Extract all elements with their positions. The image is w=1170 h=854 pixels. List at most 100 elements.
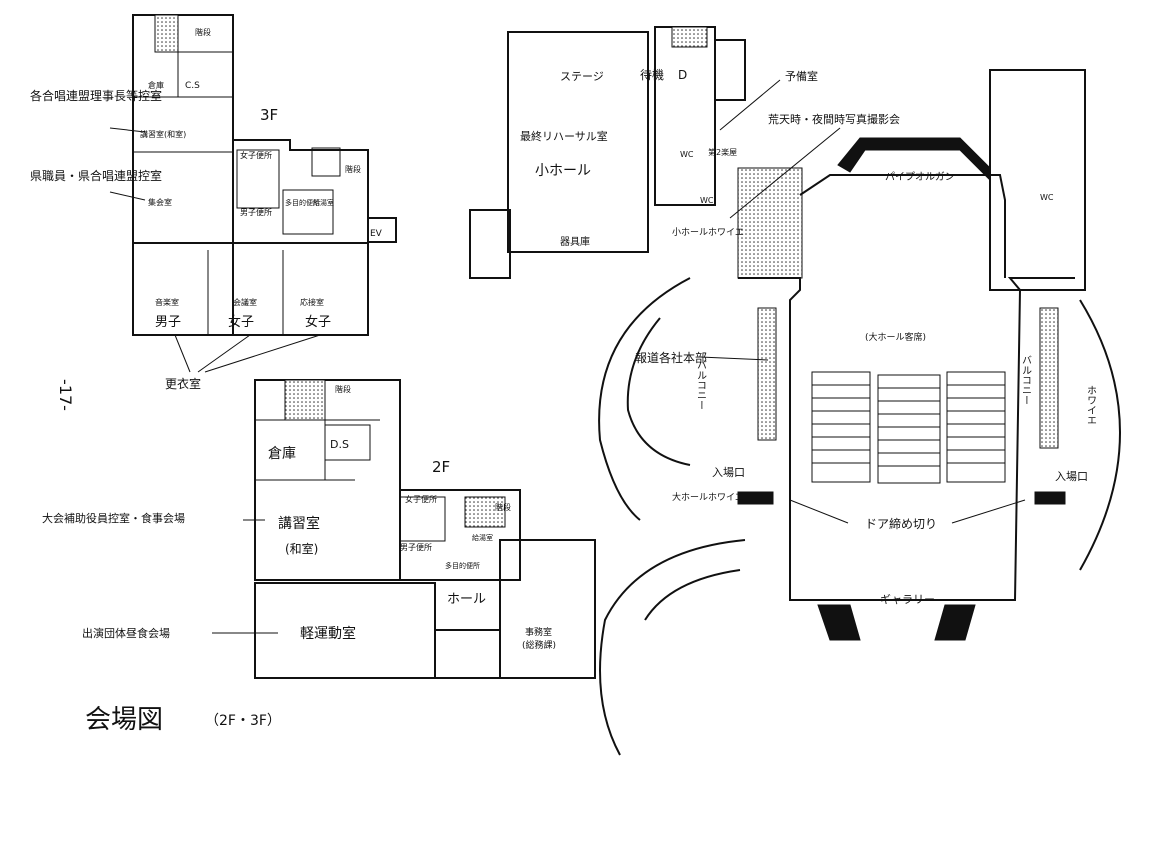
f2-hall: ホール [447,592,486,607]
f2-gym: 軽運動室 [300,625,356,642]
main-wc3: WC [1040,193,1054,202]
f2-ds: D.S [330,438,349,451]
main-small-hall: 小ホール [535,163,591,179]
main-seats: (大ホール客席) [865,331,926,343]
floor-3-plan [132,14,397,336]
f3-meeting: 集会室 [148,197,172,207]
main-press: 報道各社本部 [635,350,707,365]
f2-stair-hatch [284,379,326,421]
f3-mens-toilet: 男子便所 [240,207,272,217]
main-hall-outline [738,277,1075,601]
f3-bottom-rooms [132,242,369,336]
f3-hot-water: 給湯室 [313,198,334,207]
main-stage: ステージ [560,70,604,83]
main-storage: 器具庫 [560,235,590,248]
seat-block-left [811,371,871,483]
gallery-door-right [934,604,976,641]
callout-staff: 県職員・県合唱連盟控室 [30,168,162,183]
callout-lunch: 出演団体昼食会場 [82,626,170,640]
f2-stairs: 階段 [335,384,351,394]
leader-lines [109,79,1026,634]
f3-multi-toilet: 多目的便所 [285,198,320,207]
main-entrance-right: 入場口 [1055,470,1088,483]
lower-arc [599,539,746,756]
main-balcony-left: バルコニー [695,360,707,410]
gallery-door-left [817,604,861,641]
seat-block-right [946,371,1006,483]
balcony-right-hatch [1039,307,1059,449]
f3-storage: 倉庫 [148,80,164,90]
f2-office-box [499,539,596,679]
f2-mens-toilet: 男子便所 [400,542,432,552]
f3-tatami: 講習室(和室) [140,129,186,139]
main-gallery: ギャラリー [880,593,935,606]
door-block-right [1034,491,1066,505]
floor-2-plan [254,379,596,679]
f3-stair-box [311,147,341,177]
main-waiting: 待機 [640,67,664,82]
main-foyer-right: ホワイエ [1085,385,1097,425]
f3-reception: 応接室 [300,297,324,307]
main-balcony-right: バルコニー [1020,355,1032,405]
f2-tatami-sub: (和室) [285,541,318,556]
map-title: 会場図 [85,705,163,735]
f2-toilets [399,496,446,542]
f2-stair2-hatch [464,496,506,528]
right-upper-block [989,69,1086,291]
f2-floor-label: 2F [432,458,450,476]
f2-office-sub: (総務課) [522,639,556,651]
main-rain-photo: 荒天時・夜間時写真撮影会 [768,112,900,126]
f2-hot-water: 給湯室 [472,533,493,542]
hatched-corridor [737,167,803,279]
f3-music-room: 音楽室 [155,297,179,307]
f2-ds-box [324,424,371,461]
callout-changing: 更衣室 [165,376,201,391]
f3-conference-use: 女子 [228,314,254,330]
main-big-foyer: 大ホールホワイエ [672,491,744,503]
f3-cs: C.S [185,81,200,91]
door-block-left [737,491,774,505]
page-number: -17- [56,379,75,411]
main-wc2: WC [700,196,714,205]
spare-room-stairs [714,39,746,101]
f3-ev: EV [370,229,383,239]
f3-reception-use: 女子 [305,314,331,330]
f2-lower-box [434,629,501,679]
f3-ev-box [367,217,397,243]
main-small-foyer: 小ホールホワイエ [672,227,744,238]
press-arc [598,277,691,521]
main-entrance-left: 入場口 [712,466,745,479]
main-rehearsal: 最終リハーサル室 [520,129,608,143]
f3-conference: 会議室 [233,297,257,307]
f2-womens-toilet: 女子便所 [405,494,437,504]
f2-storage: 倉庫 [268,445,296,462]
main-door-cutoff: ドア締め切り [865,516,937,531]
f2-tatami: 講習室 [278,515,320,532]
f3-stair-hatch [154,14,179,53]
main-wc: WC [680,150,694,159]
main-dressing: 第2楽屋 [708,147,737,157]
small-hall-stairs [469,209,511,279]
seat-block-center [877,374,941,484]
waiting-block [654,26,716,206]
f2-multi-toilet: 多目的便所 [445,561,480,570]
f2-office: 事務室 [525,626,552,638]
map-subtitle: （2F・3F） [205,713,281,729]
f3-music-use: 男子 [155,315,181,330]
f3-multi-toilet-box [282,189,334,235]
f3-floor-label: 3F [260,106,278,124]
f3-stairs-2: 階段 [345,164,361,174]
f2-stairs-2: 階段 [495,502,511,512]
f3-toilets [236,149,280,209]
main-building [469,26,1121,756]
f3-womens-toilet: 女子便所 [240,150,272,160]
balcony-left-hatch [757,307,777,441]
main-spare-room: 予備室 [785,69,818,83]
f3-stairs: 階段 [195,27,211,37]
right-foyer-curve [1079,299,1121,571]
main-organ: パイプオルガン [885,171,955,183]
callout-chairman: 各合唱連盟理事長等控室 [30,88,162,103]
main-waiting-d: D [678,68,687,82]
